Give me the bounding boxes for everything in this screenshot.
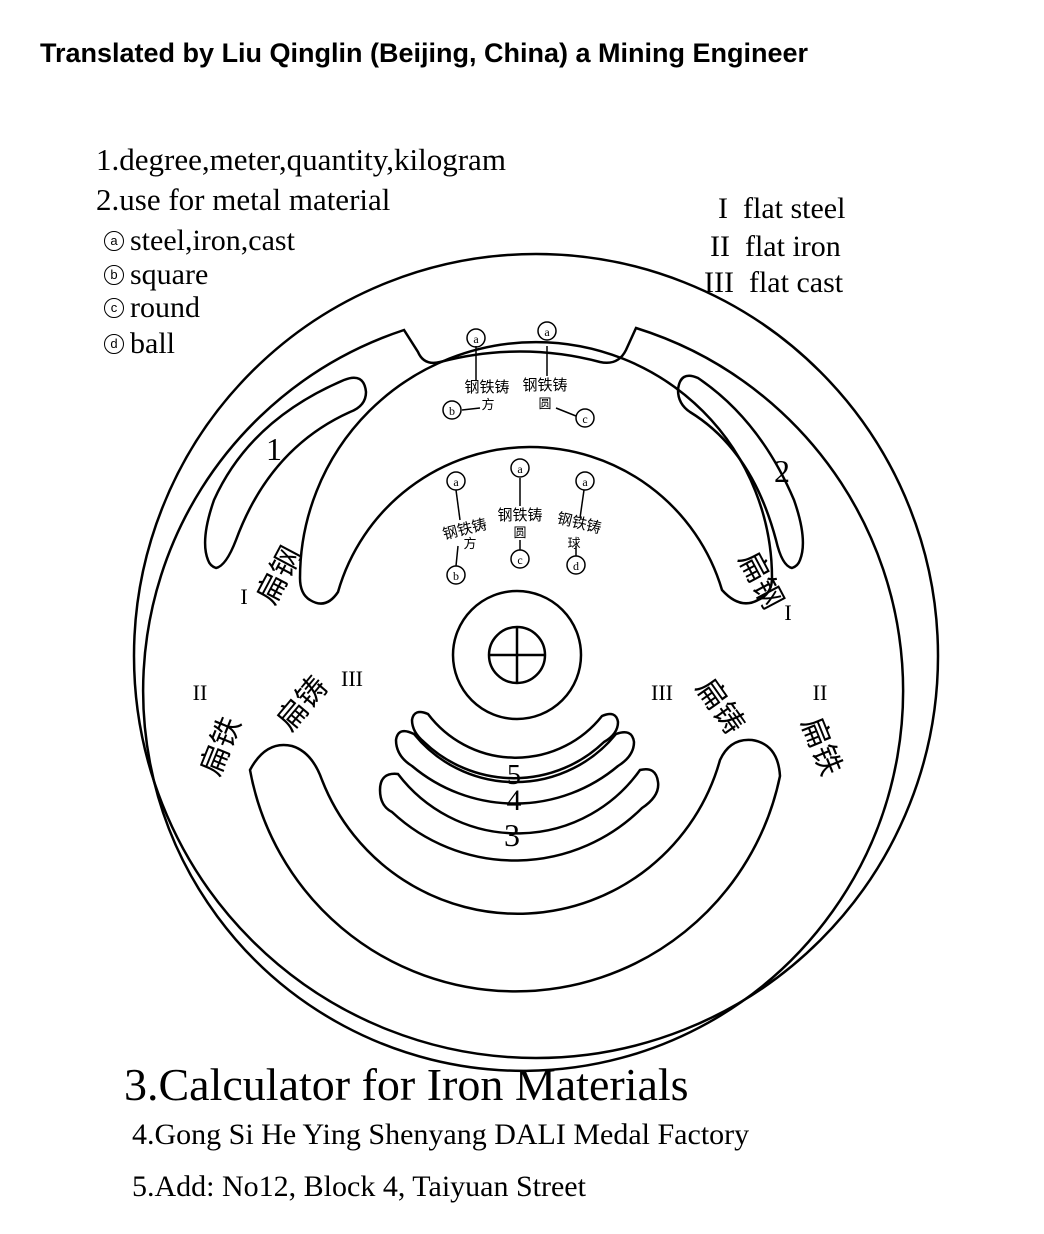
- marker-letter: a: [544, 325, 550, 339]
- window-shadow: [300, 404, 772, 600]
- marker-c-circle: [575, 408, 595, 428]
- slot-number-3: 3: [504, 817, 520, 853]
- label-flat-iron-left: 扁铁: [194, 712, 249, 781]
- legend-item-round: c round: [104, 291, 200, 325]
- factory-name: 4.Gong Si He Ying Shenyang DALI Medal Fa…: [132, 1118, 750, 1151]
- marker-letter: b: [449, 404, 455, 418]
- circled-d-icon: d: [104, 334, 124, 354]
- roman-key-text: flat steel: [743, 192, 846, 225]
- scale-label-steel-iron-cast-square: 钢铁铸: [464, 378, 509, 396]
- legend-item-ball: d ball: [104, 327, 175, 361]
- marker-letter: d: [573, 559, 579, 573]
- label-flat-cast-left: 扁铸: [270, 670, 335, 738]
- scale-label-inner-round: 钢铁铸: [497, 506, 542, 524]
- roman-key-flat-steel: I flat steel: [718, 192, 845, 226]
- legend-line-1: 1.degree,meter,quantity,kilogram: [96, 142, 506, 177]
- pointer-line: [455, 489, 461, 521]
- marker-letter: a: [453, 475, 459, 489]
- legend-item-text: steel,iron,cast: [130, 224, 295, 257]
- marker-a-circle: [575, 471, 595, 491]
- scale-label-round: 圆: [538, 397, 551, 412]
- scale-label-steel-iron-cast-round: 钢铁铸: [522, 376, 567, 394]
- dial-roman-I-left: I: [240, 584, 247, 609]
- marker-a-circle: [466, 328, 486, 348]
- slot-3[interactable]: [378, 768, 660, 862]
- dial-roman-III-right: III: [651, 680, 673, 705]
- marker-d-circle: [566, 555, 586, 575]
- marker-letter: b: [453, 569, 459, 583]
- translator-credit: Translated by Liu Qinglin (Beijing, Chin…: [40, 38, 809, 68]
- scale-label-square: 方: [463, 536, 476, 552]
- marker-letter: a: [473, 332, 479, 346]
- marker-letter: c: [517, 553, 522, 567]
- roman-key-flat-iron: II flat iron: [710, 230, 841, 264]
- label-flat-iron-right: 扁铁: [793, 712, 848, 781]
- marker-letter: c: [582, 412, 587, 426]
- dial-roman-II-right: II: [813, 680, 828, 705]
- marker-b-circle: [446, 565, 466, 585]
- pointer-line: [579, 489, 585, 519]
- dial-inner-rim: [141, 326, 905, 1073]
- bottom-slot-outer[interactable]: [248, 738, 782, 993]
- circled-b-icon: b: [104, 265, 124, 285]
- calculator-title: 3.Calculator for Iron Materials: [124, 1059, 689, 1110]
- dial-hub[interactable]: [451, 589, 583, 721]
- scale-label-square: 方: [481, 397, 494, 413]
- slot-number-5: 5: [507, 760, 521, 791]
- marker-letter: a: [582, 475, 588, 489]
- circled-a-icon: a: [104, 231, 124, 251]
- dial-roman-I-right: I: [784, 600, 791, 625]
- factory-address: 5.Add: No12, Block 4, Taiyuan Street: [132, 1170, 586, 1203]
- roman-numeral: I: [718, 192, 728, 225]
- slot-5[interactable]: [410, 710, 620, 780]
- pointer-line: [455, 545, 459, 567]
- legend-item-square: b square: [104, 258, 208, 292]
- dial-outer-rim: [132, 252, 940, 1060]
- middle-window[interactable]: [298, 340, 774, 605]
- label-flat-cast-right: 扁铸: [688, 672, 751, 741]
- marker-a-circle: [446, 471, 466, 491]
- circled-c-icon: c: [104, 298, 124, 318]
- slot-4[interactable]: [394, 729, 636, 805]
- marker-c-circle: [510, 549, 530, 569]
- scale-label-round: 圆: [513, 526, 526, 541]
- legend-item-text: round: [130, 291, 200, 324]
- dial-roman-II-left: II: [193, 680, 208, 705]
- dial-roman-III-left: III: [341, 666, 363, 691]
- marker-b-circle: [442, 400, 462, 420]
- legend-item-text: square: [130, 258, 209, 291]
- legend-item-text: ball: [130, 327, 175, 360]
- slot-number-1: 1: [266, 431, 282, 467]
- marker-letter: a: [517, 462, 523, 476]
- legend-line-2: 2.use for metal material: [96, 182, 391, 217]
- pointer-line: [555, 407, 577, 417]
- legend-item-steel-iron-cast: a steel,iron,cast: [104, 224, 295, 258]
- slot-number-2: 2: [774, 453, 790, 489]
- roman-numeral: II: [710, 230, 730, 263]
- roman-key-text: flat iron: [744, 230, 841, 263]
- slot-1[interactable]: [203, 376, 368, 570]
- slot-number-4: 4: [507, 784, 522, 817]
- marker-a-circle: [510, 458, 530, 478]
- scale-label-ball: 球: [567, 537, 580, 552]
- roman-key-text: flat cast: [748, 266, 844, 299]
- scale-label-inner-ball: 钢铁铸: [555, 509, 603, 537]
- pointer-line: [461, 407, 481, 411]
- marker-a-circle: [537, 321, 557, 341]
- slot-2[interactable]: [676, 374, 805, 570]
